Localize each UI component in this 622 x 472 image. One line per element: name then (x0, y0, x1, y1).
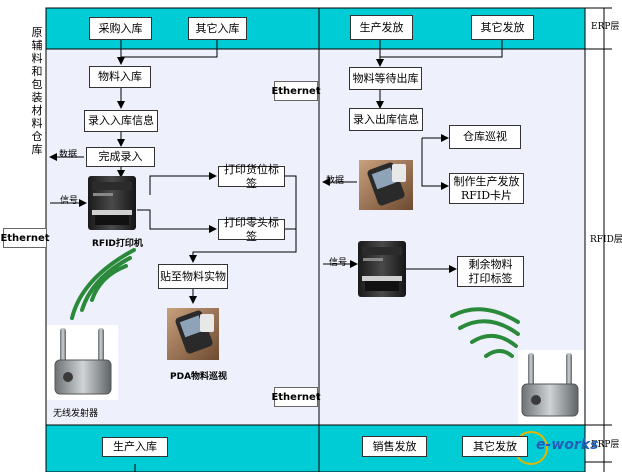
other-in-box: 其它入库 (188, 17, 247, 40)
erp-layer-label: ERP层 (591, 22, 620, 32)
wireless-waves-left (70, 248, 136, 320)
rfid-printer-left (88, 176, 136, 230)
wireless-transmitter-left (47, 325, 118, 400)
data-label-left: 数据 (59, 150, 78, 160)
signal-label-left: 信号 (60, 196, 79, 206)
ethernet-label-bottom: Ethernet (271, 387, 321, 407)
pda-patrol-caption: PDA物料巡视 (170, 372, 228, 382)
print-location-tag-box: 打印货位标签 (218, 163, 285, 190)
print-part-tag-box: 打印零头标签 (218, 216, 285, 243)
wireless-transmitter-caption: 无线发射器 (53, 409, 99, 419)
purchase-in-box: 采购入库 (89, 17, 152, 40)
pda-device-left (167, 308, 219, 360)
complete-entry-box: 完成录入 (86, 147, 155, 167)
attach-to-material-box: 贴至物料实物 (158, 264, 228, 289)
signal-label-right: 信号 (329, 258, 348, 268)
material-wait-out-box: 物料等待出库 (349, 67, 422, 90)
remaining-tag-box: 剩余物料 打印标签 (457, 256, 524, 287)
other-issue-box: 其它发放 (471, 15, 534, 40)
ethernet-label-top: Ethernet (271, 81, 321, 101)
rfid-printer-caption: RFID打印机 (92, 239, 143, 249)
other-issue-bottom-box: 其它发放 (462, 436, 528, 457)
data-label-right: 数据 (326, 176, 345, 186)
production-in-box: 生产入库 (102, 437, 168, 457)
warehouse-patrol-box: 仓库巡视 (449, 125, 521, 149)
enter-out-info-box: 录入出库信息 (349, 108, 423, 131)
watermark-text: e-works (536, 437, 599, 453)
pda-device-right (359, 160, 413, 210)
wireless-transmitter-right (518, 350, 584, 424)
top-band-left (45, 7, 320, 50)
production-issue-box: 生产发放 (350, 15, 413, 40)
rfid-layer-label: RFID层 (590, 235, 622, 245)
erp-layer-label-bottom: ERP层 (591, 440, 620, 450)
warehouse-side-label: 原辅料和包装材料仓库 (31, 26, 43, 156)
bottom-band-left (45, 424, 320, 472)
material-in-box: 物料入库 (89, 66, 151, 88)
wireless-waves-right (450, 307, 520, 358)
sales-issue-box: 销售发放 (362, 436, 427, 457)
rfid-printer-right (358, 241, 406, 297)
make-rfid-card-box: 制作生产发放 RFID卡片 (449, 173, 524, 204)
enter-in-info-box: 录入入库信息 (84, 110, 158, 132)
ethernet-label-left: Ethernet (0, 228, 50, 248)
